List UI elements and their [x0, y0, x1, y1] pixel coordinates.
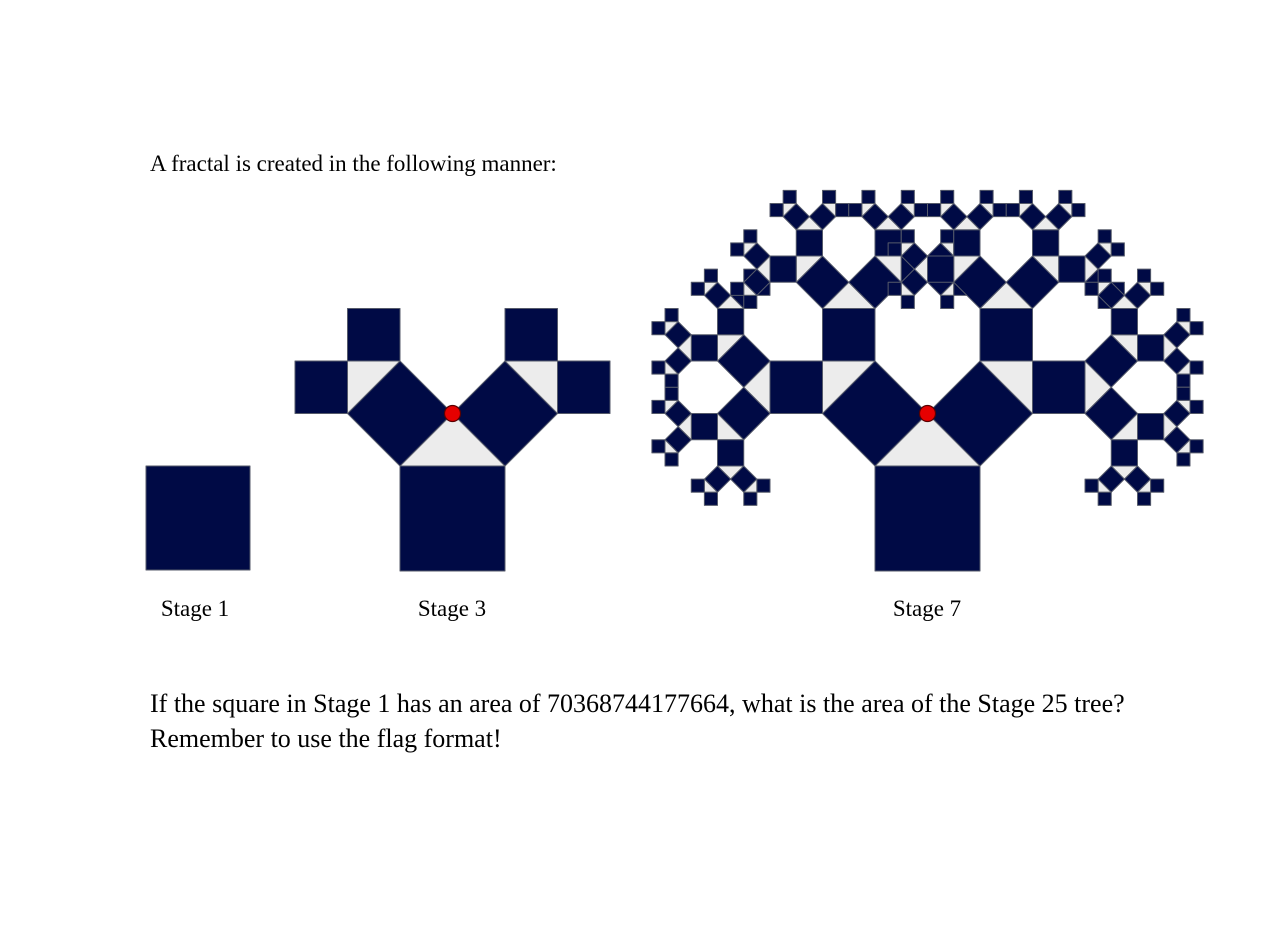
stage-3-tree	[294, 308, 611, 572]
fractal-square	[651, 399, 666, 414]
fractal-square	[887, 242, 902, 257]
stage-1-tree	[145, 465, 251, 571]
fractal-square	[769, 203, 784, 218]
fractal-square	[690, 334, 718, 362]
fractal-square	[1176, 308, 1191, 323]
fractal-square	[835, 203, 850, 218]
fractal-square	[848, 203, 863, 218]
fractal-square	[900, 229, 915, 244]
stage-7-label: Stage 7	[892, 596, 962, 621]
fractal-square	[900, 294, 915, 309]
fractal-square	[769, 255, 797, 283]
fractal-square	[703, 268, 718, 283]
fractal-square	[664, 452, 679, 467]
fractal-square	[1005, 203, 1020, 218]
fractal-square	[992, 203, 1007, 218]
fractal-square	[1032, 360, 1086, 414]
fractal-square	[399, 465, 506, 572]
fractal-square	[504, 308, 558, 362]
fractal-square	[1110, 242, 1125, 257]
fractal-square	[743, 294, 758, 309]
stage-3-label: Stage 3	[417, 596, 487, 621]
fractal-square	[1189, 399, 1204, 414]
fractal-square	[1097, 229, 1112, 244]
fractal-square	[703, 491, 718, 506]
fractal-square	[651, 360, 666, 375]
fractal-square	[1097, 491, 1112, 506]
fractal-square	[690, 413, 718, 441]
fractal-square	[795, 229, 823, 257]
pivot-marker	[918, 404, 937, 423]
fractal-square	[1071, 203, 1086, 218]
intro-text: A fractal is created in the following ma…	[150, 151, 557, 176]
fractal-square	[1137, 491, 1152, 506]
fractal-square	[756, 478, 771, 493]
fractal-square	[1176, 452, 1191, 467]
fractal-square	[940, 229, 955, 244]
fractal-square	[861, 189, 876, 204]
fractal-square	[664, 386, 679, 401]
fractal-square	[953, 229, 981, 257]
fractal-square	[1058, 255, 1086, 283]
fractal-square	[743, 229, 758, 244]
fractal-square	[1150, 281, 1165, 296]
fractal-square	[294, 360, 348, 414]
stage-7-tree	[651, 189, 1204, 572]
fractal-square	[1189, 321, 1204, 336]
fractal-square	[1018, 189, 1033, 204]
fractal-square	[651, 439, 666, 454]
fractal-square	[887, 281, 902, 296]
fractal-square	[1058, 189, 1073, 204]
fractal-square	[1150, 478, 1165, 493]
fractal-square	[730, 281, 745, 296]
fractal-square	[347, 308, 401, 362]
fractal-square	[1176, 373, 1191, 388]
question-line-2: Remember to use the flag format!	[150, 724, 502, 753]
fractal-square	[717, 439, 745, 467]
fractal-square	[1110, 308, 1138, 336]
fractal-square	[927, 255, 955, 283]
fractal-square	[940, 294, 955, 309]
fractal-square	[1032, 229, 1060, 257]
fractal-square	[822, 308, 876, 362]
fractal-square	[1137, 413, 1165, 441]
fractal-square	[1097, 268, 1112, 283]
fractal-square	[1110, 439, 1138, 467]
fractal-square	[651, 321, 666, 336]
stage-1-label: Stage 1	[160, 596, 230, 621]
question-text: If the square in Stage 1 has an area of …	[150, 686, 1125, 756]
fractal-square	[769, 360, 823, 414]
fractal-square	[145, 465, 251, 571]
fractal-square	[1137, 334, 1165, 362]
fractal-square	[1176, 386, 1191, 401]
fractal-square	[782, 189, 797, 204]
fractal-square	[664, 308, 679, 323]
fractal-square	[743, 491, 758, 506]
fractal-square	[717, 308, 745, 336]
fractal-square	[664, 373, 679, 388]
fractal-square	[940, 189, 955, 204]
fractal-square	[1084, 478, 1099, 493]
fractal-square	[690, 478, 705, 493]
fractal-square	[1137, 268, 1152, 283]
fractal-square	[730, 242, 745, 257]
question-line-1: If the square in Stage 1 has an area of …	[150, 689, 1125, 718]
pivot-marker	[443, 404, 462, 423]
fractal-square	[822, 189, 837, 204]
fractal-square	[557, 360, 611, 414]
fractal-square	[900, 189, 915, 204]
fractal-square	[927, 203, 942, 218]
fractal-square	[913, 203, 928, 218]
fractal-square	[874, 465, 981, 572]
fractal-square	[979, 308, 1033, 362]
fractal-square	[979, 189, 994, 204]
fractal-square	[1189, 439, 1204, 454]
fractal-square	[690, 281, 705, 296]
fractal-square	[1084, 281, 1099, 296]
fractal-square	[1189, 360, 1204, 375]
